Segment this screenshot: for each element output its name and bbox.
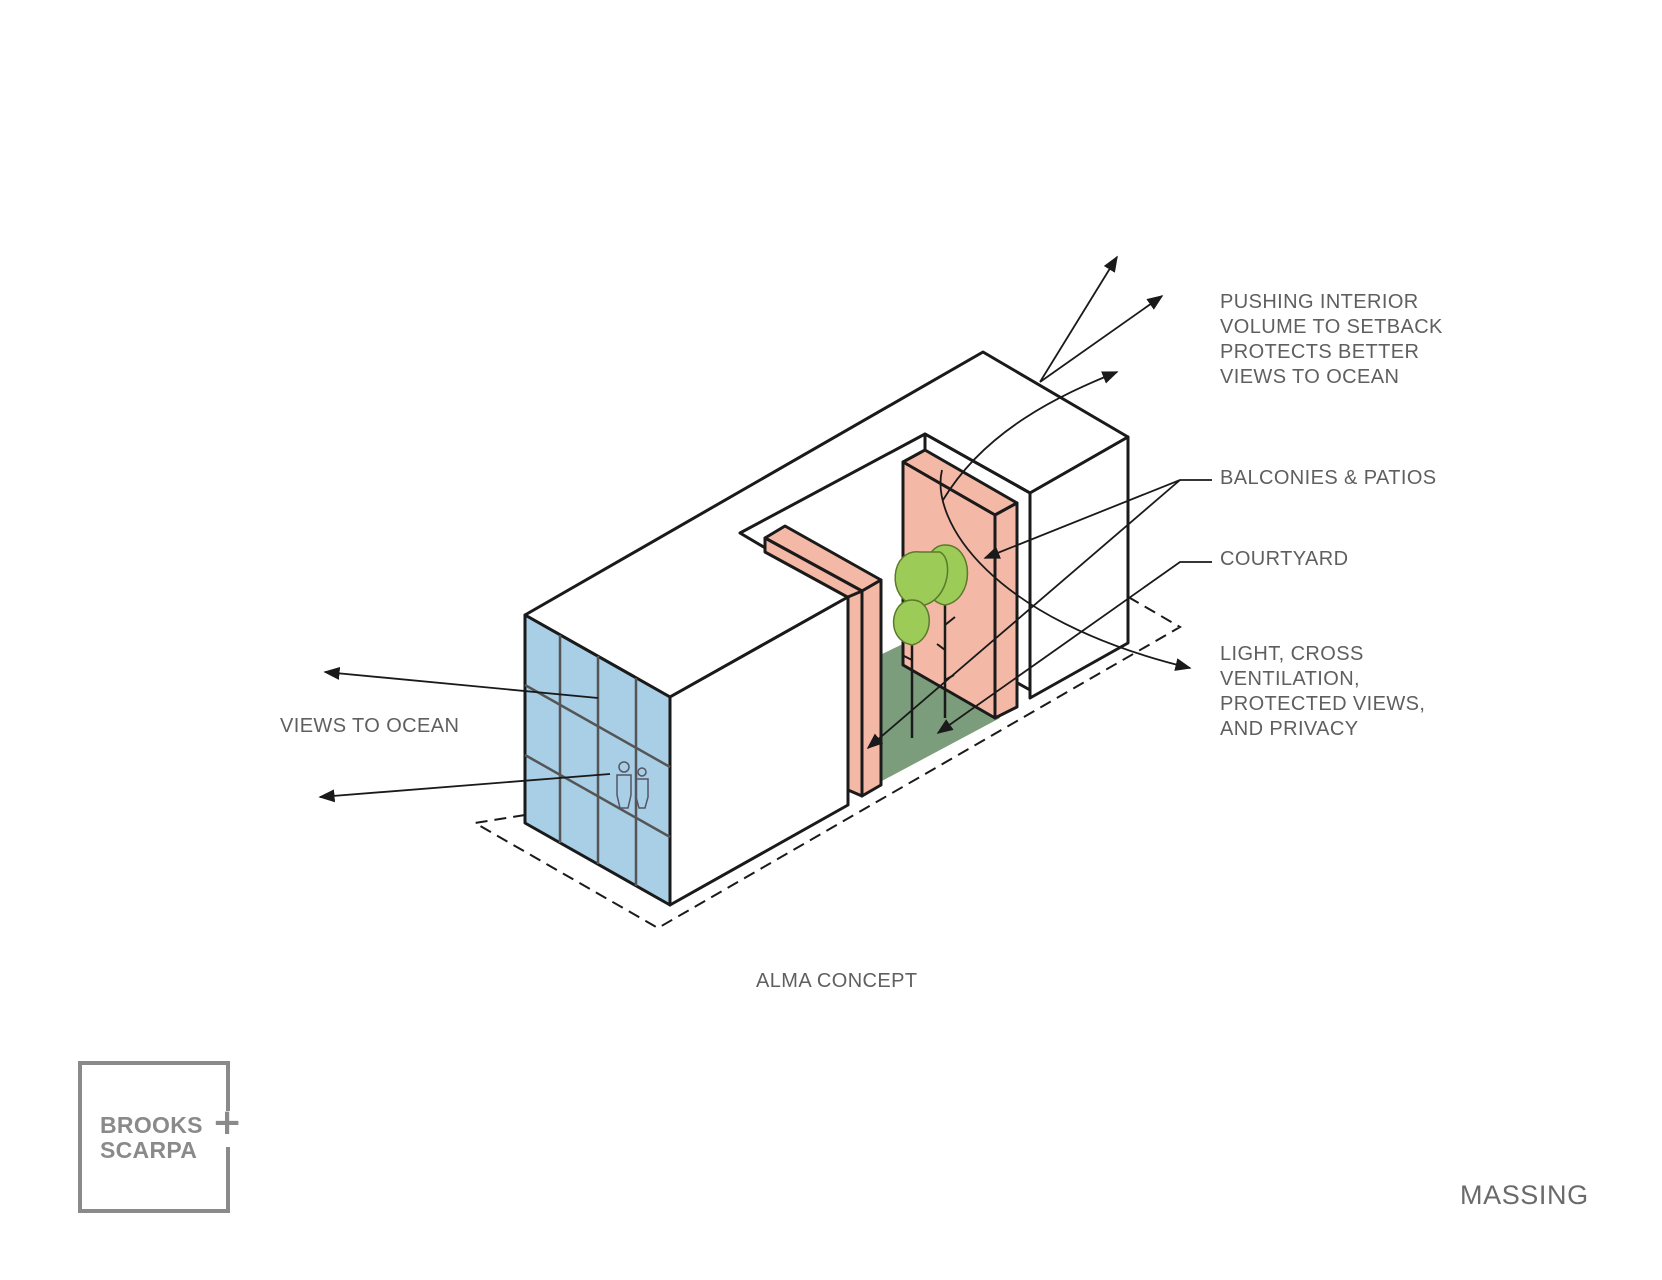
callout-views-to-ocean: VIEWS TO OCEAN [280, 715, 460, 737]
brooks-scarpa-logo: + BROOKS SCARPA [78, 1061, 242, 1213]
callout-line: PUSHING INTERIOR [1220, 291, 1419, 313]
logo-line: BROOKS [100, 1112, 203, 1138]
callout-pushing-interior: PUSHING INTERIOR VOLUME TO SETBACK PROTE… [1220, 290, 1443, 390]
sheet-title: MASSING [1460, 1180, 1589, 1210]
logo-line: SCARPA [100, 1137, 198, 1163]
plus-icon: + [212, 1102, 243, 1143]
people-icon [616, 761, 649, 809]
callout-line: VENTILATION, [1220, 668, 1361, 690]
tree-icon [892, 544, 969, 738]
site-boundary [472, 597, 1182, 930]
arrows [318, 255, 1212, 803]
callout-line: VIEWS TO OCEAN [1220, 366, 1400, 388]
callout-line: LIGHT, CROSS [1220, 643, 1364, 665]
logo-text: BROOKS SCARPA [100, 1113, 203, 1163]
callout-courtyard: COURTYARD [1220, 548, 1349, 570]
callout-line: PROTECTS BETTER [1220, 341, 1420, 363]
callout-line: PROTECTED VIEWS, [1220, 693, 1426, 715]
callout-light: LIGHT, CROSS VENTILATION, PROTECTED VIEW… [1220, 642, 1425, 742]
callout-balconies: BALCONIES & PATIOS [1220, 467, 1437, 489]
callout-line: VOLUME TO SETBACK [1220, 316, 1443, 338]
diagram-caption: ALMA CONCEPT [756, 970, 918, 992]
logo-frame-gap [218, 1111, 240, 1147]
callout-line: AND PRIVACY [1220, 718, 1359, 740]
